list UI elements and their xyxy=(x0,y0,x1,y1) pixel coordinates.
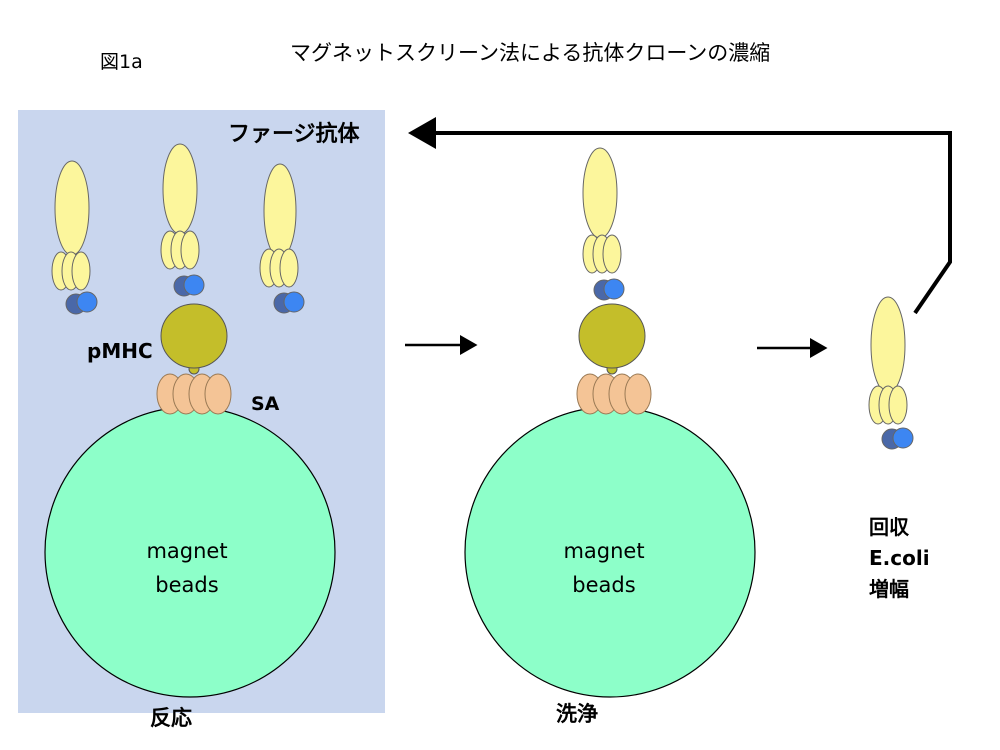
bead-label-line1: magnet xyxy=(146,539,228,563)
step-reaction-label: 反応 xyxy=(150,706,192,730)
bead-label-reaction: magnet beads xyxy=(107,534,267,602)
streptavidin-wash xyxy=(576,373,652,415)
page-title: マグネットスクリーン法による抗体クローンの濃縮 xyxy=(290,41,771,65)
recover-line2: E.coli xyxy=(869,546,930,570)
bead-label-line1: magnet xyxy=(563,539,645,563)
arrow-feedback xyxy=(408,117,952,315)
step-recover-label: 回収 E.coli 増幅 xyxy=(869,512,930,605)
sa-label: SA xyxy=(251,393,280,415)
phage-antibody-label: ファージ抗体 xyxy=(228,122,360,147)
pmhc-reaction xyxy=(160,303,228,375)
phage-antibody-1 xyxy=(51,160,98,315)
bead-label-line2: beads xyxy=(155,573,219,597)
bead-label-line2: beads xyxy=(572,573,636,597)
pmhc-label: pMHC xyxy=(87,339,153,363)
recover-line1: 回収 xyxy=(869,515,909,539)
recover-line3: 増幅 xyxy=(869,577,909,601)
phage-antibody-3 xyxy=(259,163,305,314)
bead-label-wash: magnet beads xyxy=(524,534,684,602)
phage-antibody-recovered xyxy=(868,296,914,450)
step-wash-label: 洗浄 xyxy=(556,702,598,726)
phage-antibody-bound xyxy=(582,147,625,301)
pmhc-wash xyxy=(578,303,646,375)
phage-antibody-2 xyxy=(160,143,205,297)
streptavidin-reaction xyxy=(156,373,232,415)
figure-label: 図1a xyxy=(100,51,143,73)
